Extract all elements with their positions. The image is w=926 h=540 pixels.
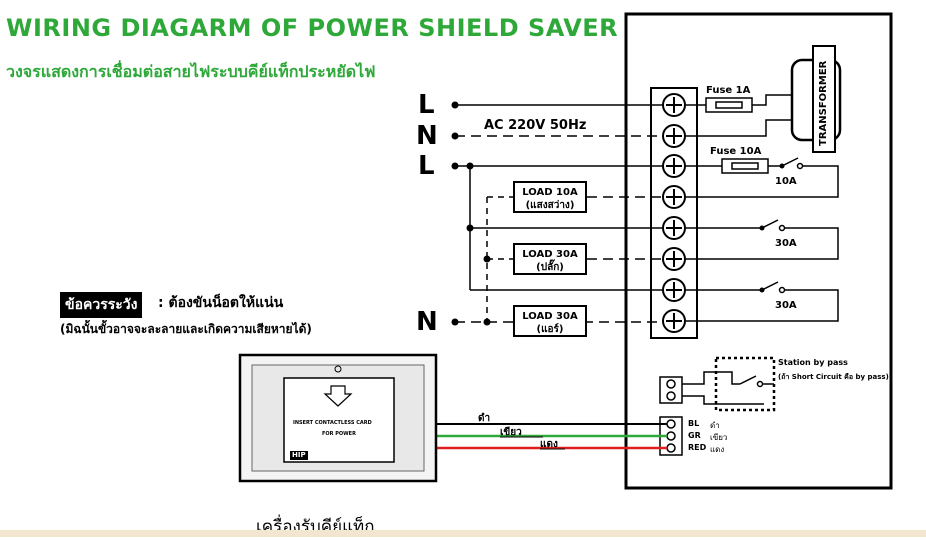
diagram-subtitle: วงจรแสดงการเชื่อมต่อสายไฟระบบคีย์แท็กประ… xyxy=(6,62,376,81)
wire-name-red: แดง xyxy=(710,445,725,454)
wire-code-bl: BL xyxy=(688,419,700,428)
transformer-label: TRANSFORMER xyxy=(818,60,829,146)
switch-label-3: 30A xyxy=(775,300,797,311)
wire-code-gr: GR xyxy=(688,431,701,440)
wire-code-red: RED xyxy=(688,443,707,452)
terminal-n-top: N xyxy=(416,121,438,151)
fuse-10a xyxy=(721,158,769,174)
warning-subtext: (มิฉนั้นขั้วอาจจะละลายและเกิดความเสียหาย… xyxy=(60,322,312,336)
terminal-l-top: L xyxy=(418,90,435,120)
warning-badge: ข้อควรระวัง xyxy=(60,292,143,318)
terminal-block xyxy=(650,87,698,339)
terminal-n-bottom: N xyxy=(416,307,438,337)
bypass-title: Station by pass xyxy=(778,358,848,367)
warning-text: : ต้องขันน็อตให้แน่น xyxy=(158,295,284,311)
wire-label-black: ดำ xyxy=(478,413,491,424)
switch-label-2: 30A xyxy=(775,238,797,249)
load-aircon: LOAD 30A(แอร์) xyxy=(513,305,587,337)
fuse-1a xyxy=(705,97,753,113)
bottom-bar xyxy=(0,530,926,537)
wire-name-black: ดำ xyxy=(710,421,720,430)
load-lighting: LOAD 10A(แสงสว่าง) xyxy=(513,181,587,213)
load-plug: LOAD 30A(ปลั๊ก) xyxy=(513,243,587,275)
supply-label: AC 220V 50Hz xyxy=(484,118,587,133)
card-text-2: FOR POWER xyxy=(322,431,356,437)
bypass-note: (ถ้า Short Circuit คือ by pass) xyxy=(778,373,889,381)
wire-label-red: แดง xyxy=(540,439,558,450)
wire-label-green: เขียว xyxy=(500,427,522,438)
terminal-l-mid: L xyxy=(418,151,435,181)
fuse-1a-label: Fuse 1A xyxy=(706,85,751,96)
card-brand: HIP xyxy=(292,451,306,459)
card-text-1: INSERT CONTACTLESS CARD xyxy=(293,420,372,426)
diagram-title: WIRING DIAGARM OF POWER SHIELD SAVER xyxy=(6,14,619,42)
fuse-10a-label: Fuse 10A xyxy=(710,146,762,157)
enclosure-box xyxy=(624,12,893,490)
wire-name-green: เขียว xyxy=(710,433,728,442)
switch-label-1: 10A xyxy=(775,176,797,187)
card-reader xyxy=(238,353,438,483)
